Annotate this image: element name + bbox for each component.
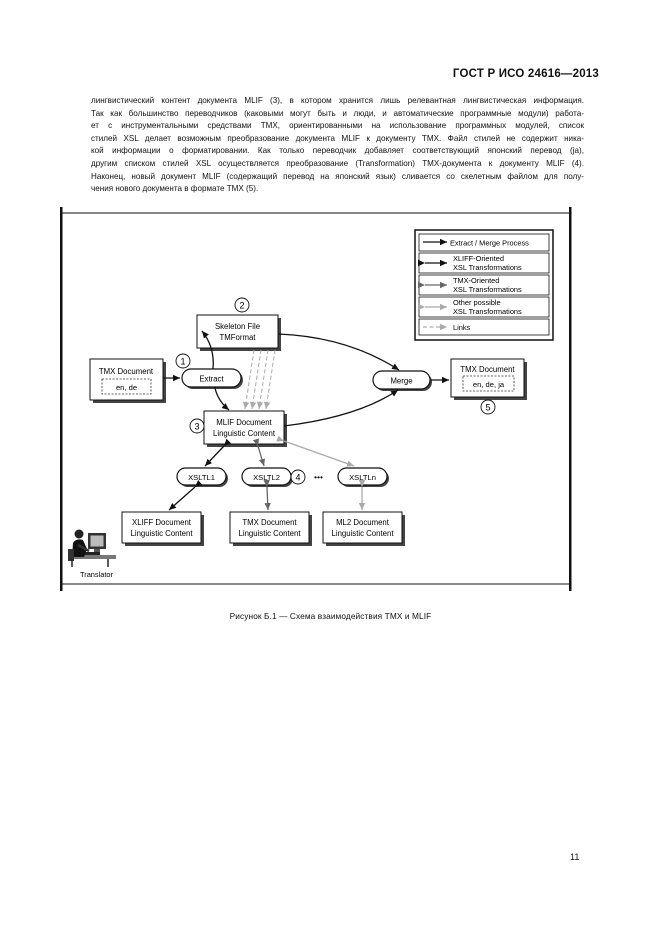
step-1-marker: 1: [175, 353, 191, 369]
body-line: Наконец, новый документ MLIF (содержащий…: [91, 171, 584, 181]
skeleton-file: Skeleton File TMFormat: [196, 314, 281, 351]
arrow-xsltl2-tmx: [263, 479, 271, 511]
ml2-document: ML2 Document Linguistic Content: [322, 511, 405, 546]
body-line: другим списком стилей XSL осуществляется…: [91, 158, 584, 168]
step-5-marker: 5: [480, 399, 496, 415]
standard-header: ГОСТ Р ИСО 24616—2013: [452, 68, 599, 80]
tmx-output-langs: en, de, ja: [473, 380, 505, 389]
arrow-skeleton-to-merge: [278, 333, 400, 371]
translator-label: Translator: [80, 570, 114, 579]
xsltl1-pill: XSLTL1: [176, 467, 228, 487]
legend-extract-label: Extract / Merge Process: [450, 239, 529, 248]
legend-xliff-label-1: XLIFF-Oriented: [453, 254, 504, 263]
step-4-marker: 4: [290, 469, 306, 485]
skeleton-mlif-links: [242, 349, 276, 410]
legend-other-label-2: XSL Transformations: [453, 307, 522, 316]
xliff-doc-title: XLIFF Document: [132, 518, 192, 527]
skeleton-title: Skeleton File: [215, 322, 260, 331]
svg-text:2: 2: [239, 301, 244, 311]
body-line: стилей XSL делает возможным преобразован…: [91, 133, 584, 143]
ml2-doc-title: ML2 Document: [336, 518, 390, 527]
arrow-mlif-to-merge: [283, 389, 399, 427]
mlif-title: MLIF Document: [216, 418, 272, 427]
body-line: лингвистический контент документа MLIF (…: [91, 96, 584, 105]
xsltln-pill: XSLTLn: [337, 467, 389, 487]
arrow-xsltl1-xliff: [168, 479, 203, 511]
body-paragraph: лингвистический контент документа MLIF (…: [91, 95, 584, 196]
ml2-doc-content: Linguistic Content: [332, 529, 395, 538]
step-2-marker: 2: [234, 297, 250, 313]
mlif-document: MLIF Document Linguistic Content: [203, 410, 287, 447]
merge-label: Merge: [390, 377, 412, 386]
tmx-input-document: TMX Document en, de: [89, 358, 166, 403]
arrow-extract-to-skeleton: [201, 330, 214, 370]
xliff-doc-content: Linguistic Content: [131, 529, 194, 538]
tmx-doc-content: Linguistic Content: [239, 529, 302, 538]
translator-illustration: Translator: [68, 529, 116, 579]
tmx-output-title: TMX Document: [460, 365, 515, 374]
legend-links-label: Links: [453, 323, 471, 332]
xsltl1-label: XSLTL1: [188, 473, 215, 482]
svg-text:3: 3: [194, 422, 199, 432]
diagram-svg: Extract / Merge Process XLIFF-Oriented X…: [60, 207, 572, 591]
extract-process: Extract: [181, 368, 243, 389]
tmx-doc-title: TMX Document: [242, 518, 297, 527]
arrow-mlif-xsltl2: [252, 438, 266, 467]
merge-process: Merge: [372, 370, 432, 391]
body-line: кой информации о форматировании. Как тол…: [91, 146, 584, 156]
tmx-output-document: TMX Document en, de, ja: [450, 358, 527, 400]
frame-left: [60, 207, 63, 591]
skeleton-format: TMFormat: [220, 333, 257, 342]
legend-tmx-label-2: XSL Transformations: [453, 285, 522, 294]
xsltl2-pill: XSLTL2: [241, 467, 293, 487]
tmx-input-title: TMX Document: [99, 367, 154, 376]
figure-caption: Рисунок Б.1 — Схема взаимодействия TMX и…: [229, 611, 432, 621]
body-line: Так как большинство переводчиков (каковы…: [91, 108, 584, 118]
svg-text:4: 4: [295, 473, 300, 483]
page-number: 11: [570, 852, 580, 862]
svg-text:5: 5: [485, 403, 490, 413]
arrow-mlif-xsltl1: [204, 438, 232, 467]
legend-tmx-label-1: TMX-Oriented: [453, 276, 499, 285]
svg-text:1: 1: [180, 357, 185, 367]
legend: Extract / Merge Process XLIFF-Oriented X…: [414, 229, 554, 341]
mlif-content: Linguistic Content: [213, 429, 276, 438]
tmx-linguistic-document: TMX Document Linguistic Content: [229, 511, 312, 546]
body-line: чения нового документа в формате TMX (5)…: [91, 184, 259, 194]
arrow-extract-to-mlif: [214, 387, 230, 411]
xsltln-label: XSLTLn: [349, 473, 376, 482]
tmx-input-langs: en, de: [116, 383, 137, 392]
xslt-ellipsis: • • •: [314, 473, 323, 482]
extract-label: Extract: [199, 375, 224, 384]
xsltl2-label: XSLTL2: [253, 473, 280, 482]
frame-right: [569, 207, 572, 591]
step-3-marker: 3: [189, 418, 205, 434]
arrow-mlif-xsltln: [276, 435, 355, 467]
legend-xliff-label-2: XSL Transformations: [453, 263, 522, 272]
figure-tmx-mlif-diagram: Extract / Merge Process XLIFF-Oriented X…: [58, 207, 575, 593]
legend-other-label-1: Other possible: [453, 298, 501, 307]
body-line: ет с инструментальными средствами TMX, о…: [91, 121, 584, 131]
xliff-document: XLIFF Document Linguistic Content: [121, 511, 204, 546]
